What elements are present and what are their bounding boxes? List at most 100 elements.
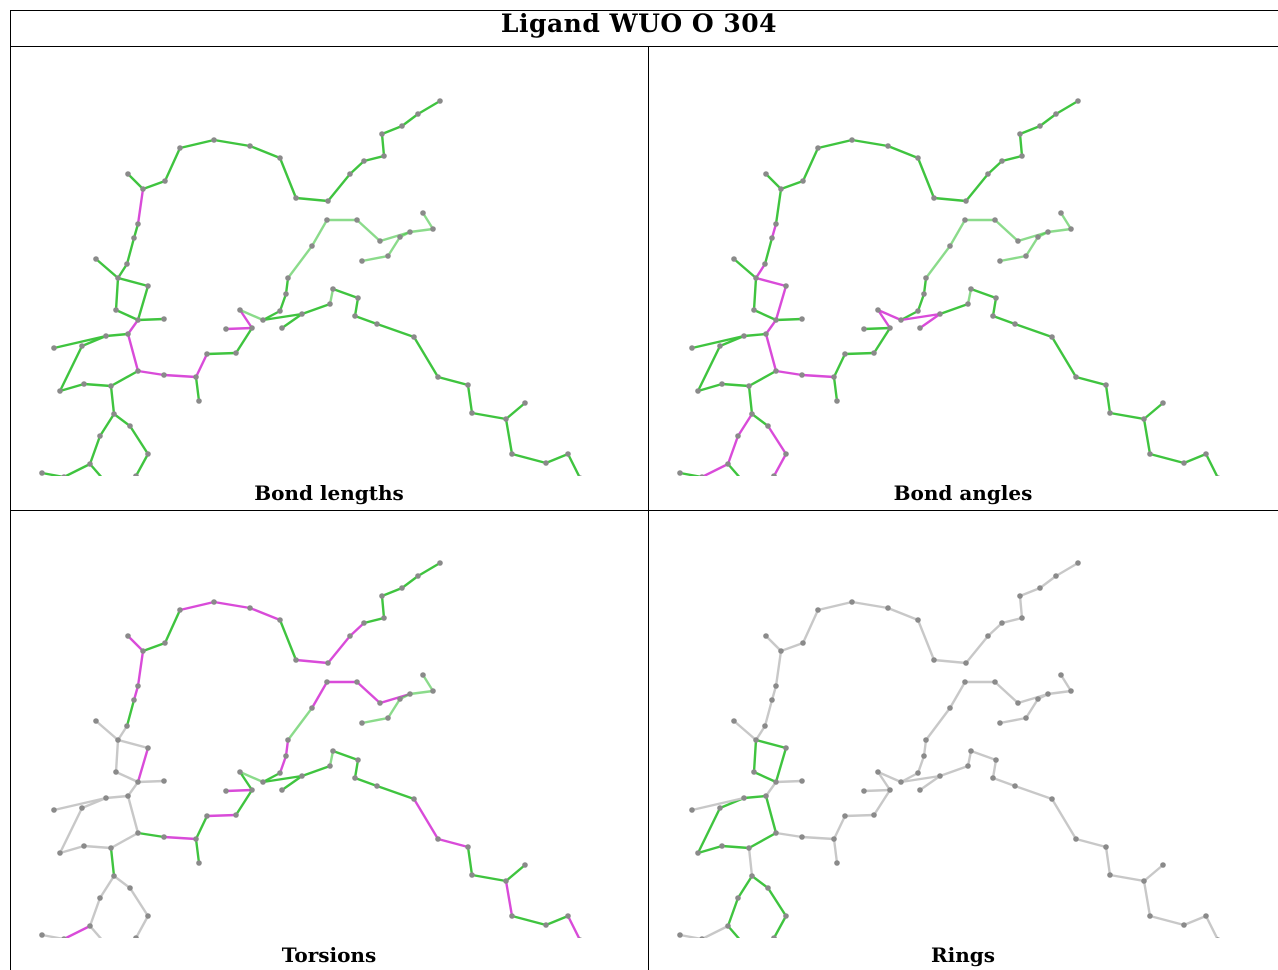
atom [330, 748, 336, 754]
bond [774, 187, 783, 226]
bond [128, 424, 150, 456]
atom [799, 372, 805, 378]
bond [754, 276, 788, 288]
bond [353, 758, 360, 780]
atom [834, 398, 840, 404]
bond [58, 382, 86, 393]
vertical-divider [648, 46, 649, 970]
atom [543, 460, 549, 466]
bond [470, 411, 508, 421]
atom [578, 937, 582, 938]
bond [375, 784, 416, 801]
bond [116, 276, 150, 288]
bond [126, 780, 140, 798]
atom [87, 923, 93, 929]
bond [1074, 375, 1108, 387]
bond [850, 600, 890, 610]
bond [1038, 112, 1058, 128]
atom [127, 885, 133, 891]
bond [1018, 132, 1024, 158]
atom [115, 737, 121, 743]
bond [109, 831, 140, 850]
atom [377, 238, 383, 244]
bond [872, 326, 892, 355]
bond [964, 172, 990, 203]
bond [850, 138, 890, 148]
atom [140, 186, 146, 192]
atom [735, 433, 741, 439]
atom [193, 374, 199, 380]
atom [354, 679, 360, 685]
bond [732, 257, 758, 280]
bond [747, 846, 754, 878]
bond [212, 138, 252, 148]
atom [992, 217, 998, 223]
atom [1045, 691, 1051, 697]
caption-bond-lengths: Bond lengths [254, 481, 404, 505]
atom [277, 155, 283, 161]
horizontal-divider [10, 510, 1278, 511]
bond [94, 719, 120, 742]
atom [763, 793, 769, 799]
bond [114, 276, 120, 312]
atom [915, 155, 921, 161]
bond [82, 382, 113, 388]
atom [415, 111, 421, 117]
bond [1054, 99, 1080, 116]
atom [1147, 451, 1153, 457]
bond [348, 621, 366, 638]
atom [359, 720, 365, 726]
atom [420, 672, 426, 678]
bond [843, 813, 876, 818]
atom [1035, 234, 1041, 240]
atom [354, 217, 360, 223]
atom [51, 345, 57, 351]
bond [88, 462, 103, 476]
atom [108, 845, 114, 851]
atom [849, 137, 855, 143]
bond [504, 417, 514, 456]
bond [764, 634, 783, 653]
bond [726, 462, 741, 476]
atom [381, 153, 387, 159]
bond [238, 770, 265, 784]
bond [772, 452, 788, 476]
bond [747, 384, 754, 416]
bond [1054, 561, 1080, 578]
bond [916, 292, 926, 313]
atom [719, 843, 725, 849]
atom [831, 374, 837, 380]
atom [125, 793, 131, 799]
atom [993, 295, 999, 301]
bond [408, 689, 435, 696]
atom [277, 770, 283, 776]
atom [1017, 593, 1023, 599]
bond [774, 746, 788, 784]
atom [285, 737, 291, 743]
atom [135, 779, 141, 785]
atom [1181, 922, 1187, 928]
atom [361, 620, 367, 626]
atom [411, 796, 417, 802]
atom [374, 783, 380, 789]
bond [1142, 401, 1165, 421]
bond [701, 462, 730, 476]
bond [764, 794, 778, 835]
bond [801, 608, 820, 645]
bond [932, 658, 968, 665]
atom [993, 757, 999, 763]
bond [126, 172, 145, 191]
bond [1148, 452, 1186, 465]
atom [783, 913, 789, 919]
atom [133, 473, 139, 476]
bond [876, 770, 892, 792]
atom [377, 700, 383, 706]
bond [800, 835, 836, 841]
bond [938, 302, 970, 316]
atom [677, 470, 683, 476]
atom [921, 291, 927, 297]
atom [397, 696, 403, 702]
atom [430, 226, 436, 232]
bond [832, 375, 839, 403]
atom [135, 221, 141, 227]
